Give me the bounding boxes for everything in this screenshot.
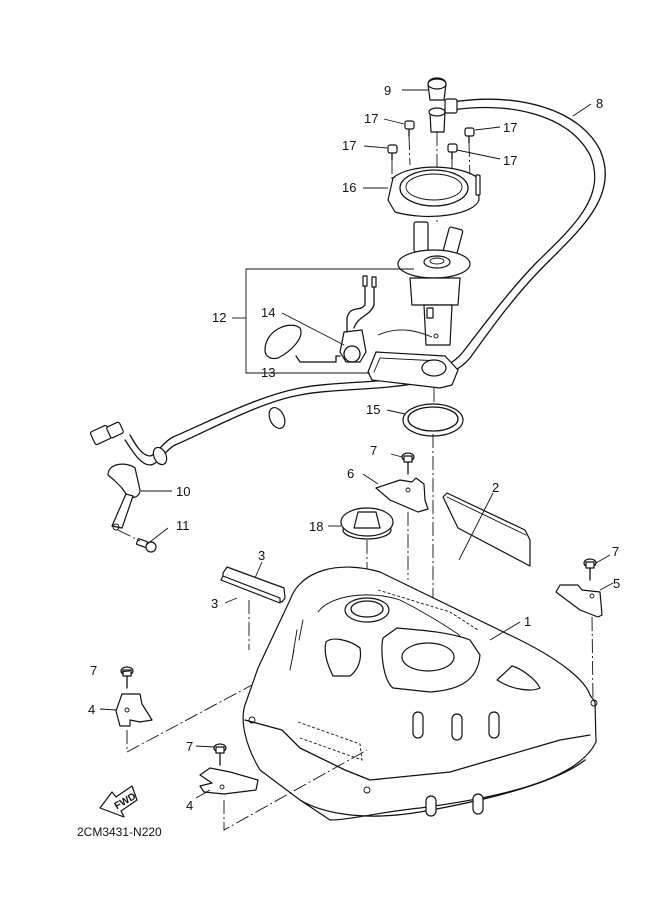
fwd-label: FWD	[113, 791, 138, 812]
fuel-strainer[interactable]	[367, 351, 459, 389]
callout-4[interactable]: 4	[186, 798, 193, 813]
callout-labels: 1 2 3 3 4 4 5 6 7 7 7 7 8 9 10 11 12 13 …	[88, 83, 620, 813]
fuel-hose[interactable]	[89, 98, 606, 467]
bolt[interactable]	[213, 743, 227, 766]
callout-15[interactable]: 15	[366, 402, 380, 417]
hose-cap[interactable]	[427, 77, 447, 101]
callout-9[interactable]: 9	[384, 83, 391, 98]
forward-direction-arrow: FWD	[99, 785, 138, 818]
pump-retainer-plate[interactable]	[387, 166, 481, 218]
fuel-sender-unit[interactable]	[264, 275, 377, 363]
tank-damper-side[interactable]	[442, 492, 531, 567]
callout-17[interactable]: 17	[342, 138, 356, 153]
fuel-cap[interactable]	[340, 507, 394, 540]
callout-17[interactable]: 17	[364, 111, 378, 126]
tank-damper-rear[interactable]	[220, 566, 286, 604]
screw[interactable]	[387, 144, 398, 200]
callout-13[interactable]: 13	[261, 365, 275, 380]
screw[interactable]	[464, 127, 475, 179]
callout-14[interactable]: 14	[261, 305, 275, 320]
callout-7[interactable]: 7	[90, 663, 97, 678]
bolt[interactable]	[583, 558, 597, 581]
callout-8[interactable]: 8	[596, 96, 603, 111]
callout-17[interactable]: 17	[503, 153, 517, 168]
bracket-left-rear[interactable]	[199, 767, 259, 795]
callout-18[interactable]: 18	[309, 519, 323, 534]
callout-2[interactable]: 2	[492, 480, 499, 495]
callout-5[interactable]: 5	[613, 576, 620, 591]
callout-7[interactable]: 7	[612, 544, 619, 559]
callout-11[interactable]: 11	[176, 518, 190, 533]
callout-17[interactable]: 17	[503, 120, 517, 135]
bracket-center[interactable]	[375, 477, 429, 513]
bracket-right[interactable]	[555, 584, 603, 618]
diagram-reference-code: 2CM3431-N220	[77, 825, 162, 839]
callout-10[interactable]: 10	[176, 484, 190, 499]
fuel-pump-assembly[interactable]	[397, 221, 471, 346]
bolt[interactable]	[120, 666, 134, 689]
bracket-left-front[interactable]	[115, 693, 153, 727]
callout-16[interactable]: 16	[342, 180, 356, 195]
bolt[interactable]	[401, 452, 415, 475]
callout-3[interactable]: 3	[258, 548, 265, 563]
callout-1[interactable]: 1	[524, 614, 531, 629]
leader-lines	[99, 89, 614, 799]
callout-7[interactable]: 7	[186, 739, 193, 754]
pump-gasket[interactable]	[402, 403, 464, 437]
callout-3[interactable]: 3	[211, 596, 218, 611]
hose-clamp[interactable]	[107, 463, 141, 531]
callout-6[interactable]: 6	[347, 466, 354, 481]
fuel-tank[interactable]	[242, 566, 598, 821]
callout-7[interactable]: 7	[370, 443, 377, 458]
callout-12[interactable]: 12	[212, 310, 226, 325]
screw[interactable]	[404, 120, 415, 166]
callout-4[interactable]: 4	[88, 702, 95, 717]
hose-fitting	[428, 107, 446, 133]
